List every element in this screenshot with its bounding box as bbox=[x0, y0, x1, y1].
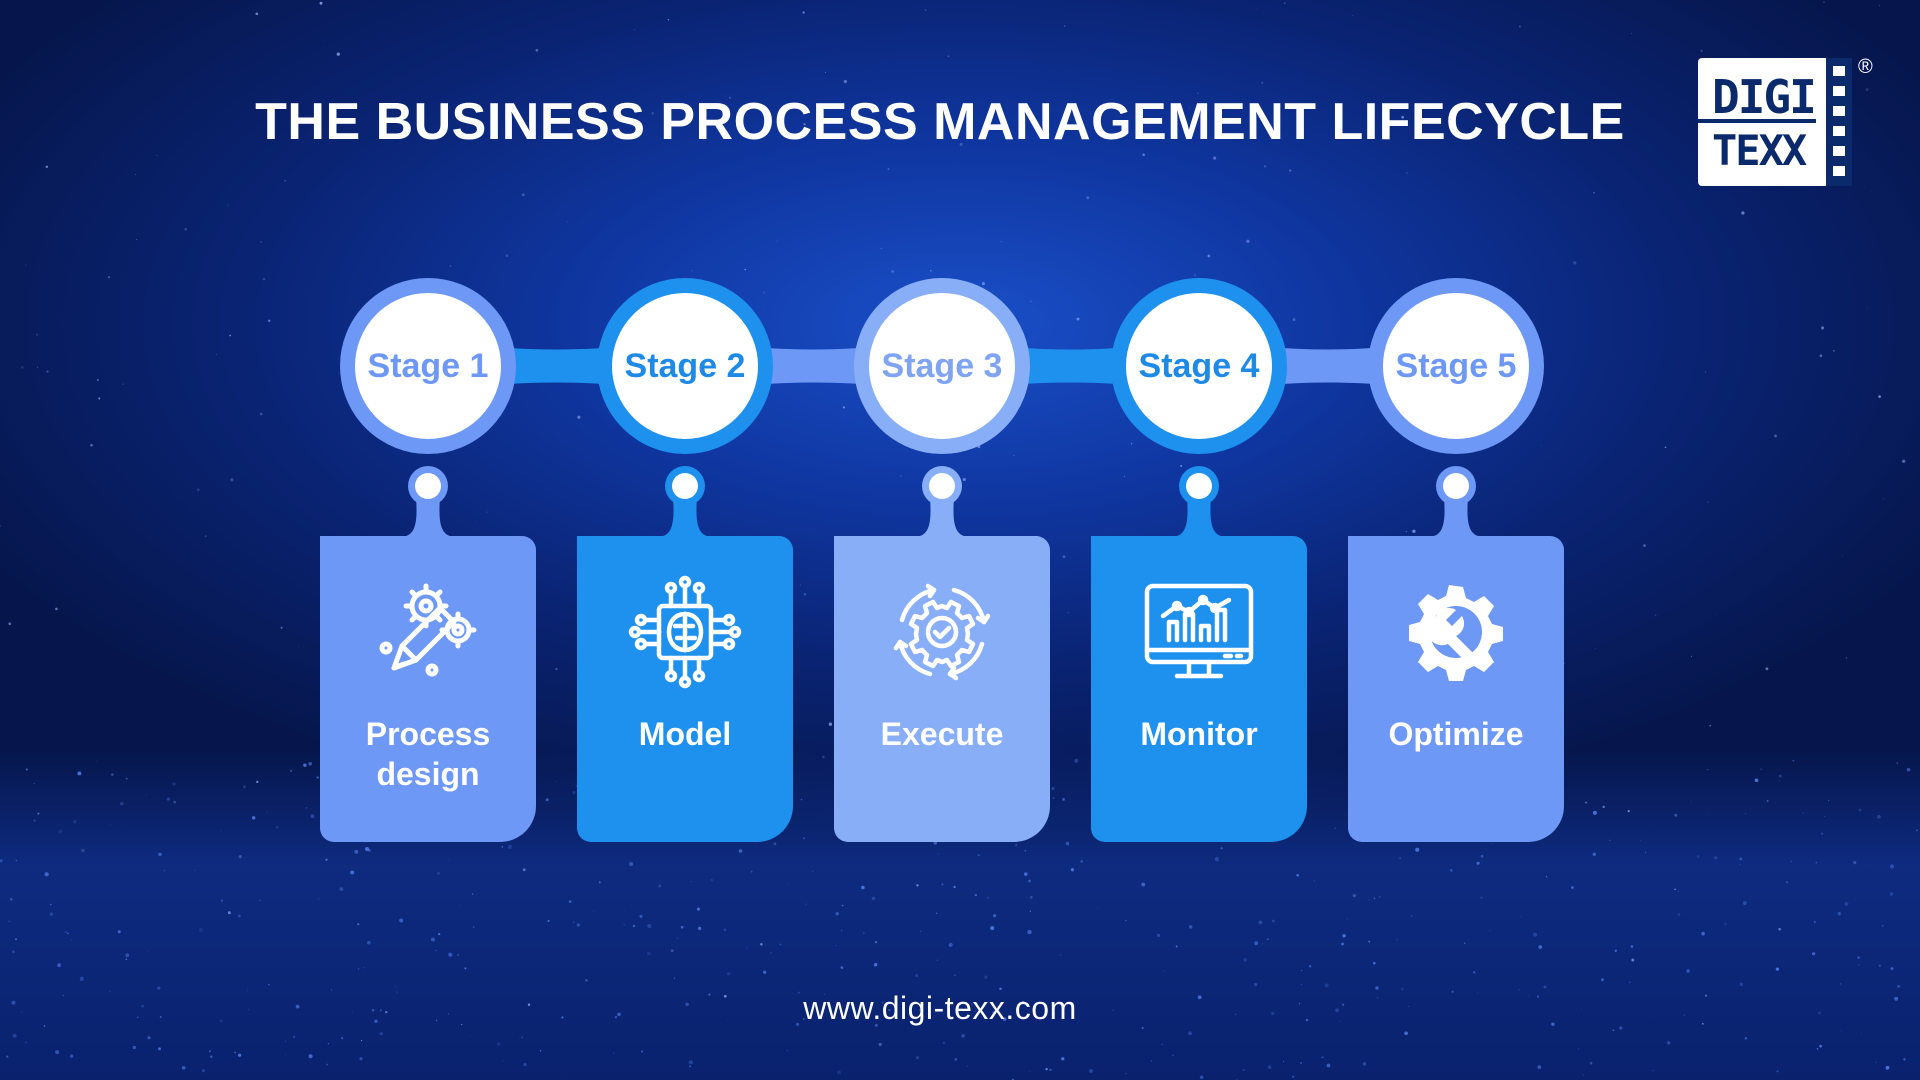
registered-mark: ® bbox=[1858, 56, 1873, 78]
gear-check-icon bbox=[882, 572, 1002, 692]
logo-divider bbox=[1698, 119, 1816, 123]
stage-name: Execute bbox=[880, 716, 1004, 752]
stage-circle: Stage 4 bbox=[1111, 278, 1287, 454]
stage-name: Process design bbox=[365, 716, 491, 792]
monitor-chart-icon bbox=[1139, 572, 1259, 692]
stage-card: Optimize bbox=[1348, 536, 1564, 842]
stage-pin bbox=[1443, 473, 1469, 499]
stage-pin bbox=[672, 473, 698, 499]
stage-number-label: Stage 1 bbox=[367, 346, 489, 385]
card-neck bbox=[663, 492, 707, 536]
stage-number-label: Stage 4 bbox=[1138, 346, 1260, 385]
stage-card: Execute bbox=[834, 536, 1050, 842]
stage-name: Monitor bbox=[1140, 716, 1258, 752]
stage-circle: Stage 3 bbox=[854, 278, 1030, 454]
stage-card: Model bbox=[577, 536, 793, 842]
stage-pin bbox=[415, 473, 441, 499]
ai-chip-icon bbox=[625, 572, 745, 692]
website-url[interactable]: www.digi-texx.com bbox=[803, 990, 1077, 1026]
digitexx-logo: DIGI TEXX bbox=[1698, 58, 1852, 186]
stage-circle: Stage 2 bbox=[597, 278, 773, 454]
gear-wrench-icon bbox=[1396, 572, 1516, 692]
logo-film-strip bbox=[1826, 58, 1852, 186]
stage-number-label: Stage 5 bbox=[1395, 346, 1517, 385]
stage-pin bbox=[1186, 473, 1212, 499]
stage-name: Model bbox=[638, 716, 732, 752]
stage-name: Optimize bbox=[1388, 716, 1524, 752]
card-neck bbox=[406, 492, 450, 536]
stage-circle: Stage 1 bbox=[340, 278, 516, 454]
stage-number-label: Stage 3 bbox=[881, 346, 1003, 385]
stage-pin bbox=[929, 473, 955, 499]
card-neck bbox=[920, 492, 964, 536]
stage-number-label: Stage 2 bbox=[624, 346, 746, 385]
page-title: THE BUSINESS PROCESS MANAGEMENT LIFECYCL… bbox=[255, 93, 1625, 151]
stage-circle: Stage 5 bbox=[1368, 278, 1544, 454]
pencil-gears-icon bbox=[368, 572, 488, 692]
logo-line-2: TEXX bbox=[1712, 126, 1807, 175]
card-neck bbox=[1177, 492, 1221, 536]
stage-card: Process design bbox=[320, 536, 536, 842]
stage-card: Monitor bbox=[1091, 536, 1307, 842]
card-neck bbox=[1434, 492, 1478, 536]
logo-line-1: DIGI bbox=[1712, 70, 1817, 124]
